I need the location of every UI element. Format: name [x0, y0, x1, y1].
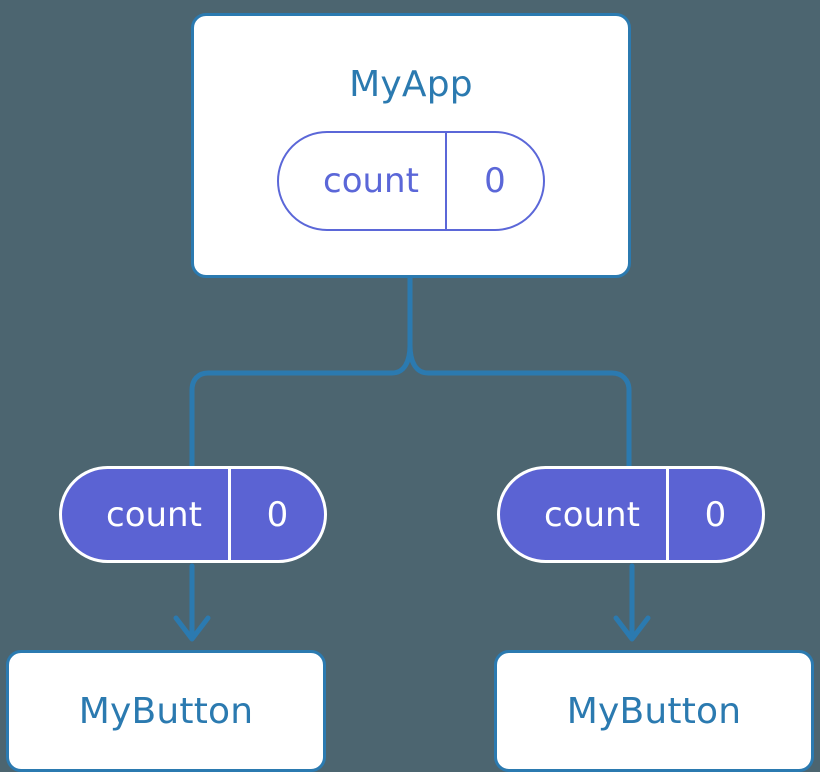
arrow-head-left [173, 615, 211, 642]
component-title-mybutton-right: MyButton [566, 690, 742, 732]
state-key-child-right: count [544, 494, 640, 535]
state-value-child-right: 0 [665, 469, 762, 560]
state-capsule-myapp[interactable]: count 0 [277, 131, 545, 231]
component-node-mybutton-right[interactable]: MyButton [494, 650, 814, 772]
arrow-head-right [613, 615, 651, 642]
state-value-myapp: 0 [444, 133, 543, 229]
state-capsule-child-right[interactable]: count 0 [497, 466, 765, 563]
state-key-myapp: count [323, 161, 419, 201]
component-title-myapp: MyApp [349, 64, 473, 105]
connector-root-to-left-child [189, 275, 413, 469]
connector-root-to-right-child [407, 275, 632, 469]
component-node-mybutton-left[interactable]: MyButton [6, 650, 326, 772]
component-title-mybutton-left: MyButton [78, 690, 254, 732]
component-node-myapp[interactable]: MyApp [191, 13, 631, 278]
state-capsule-child-left[interactable]: count 0 [59, 466, 327, 563]
state-value-child-left: 0 [227, 469, 324, 560]
state-key-child-left: count [106, 494, 202, 535]
